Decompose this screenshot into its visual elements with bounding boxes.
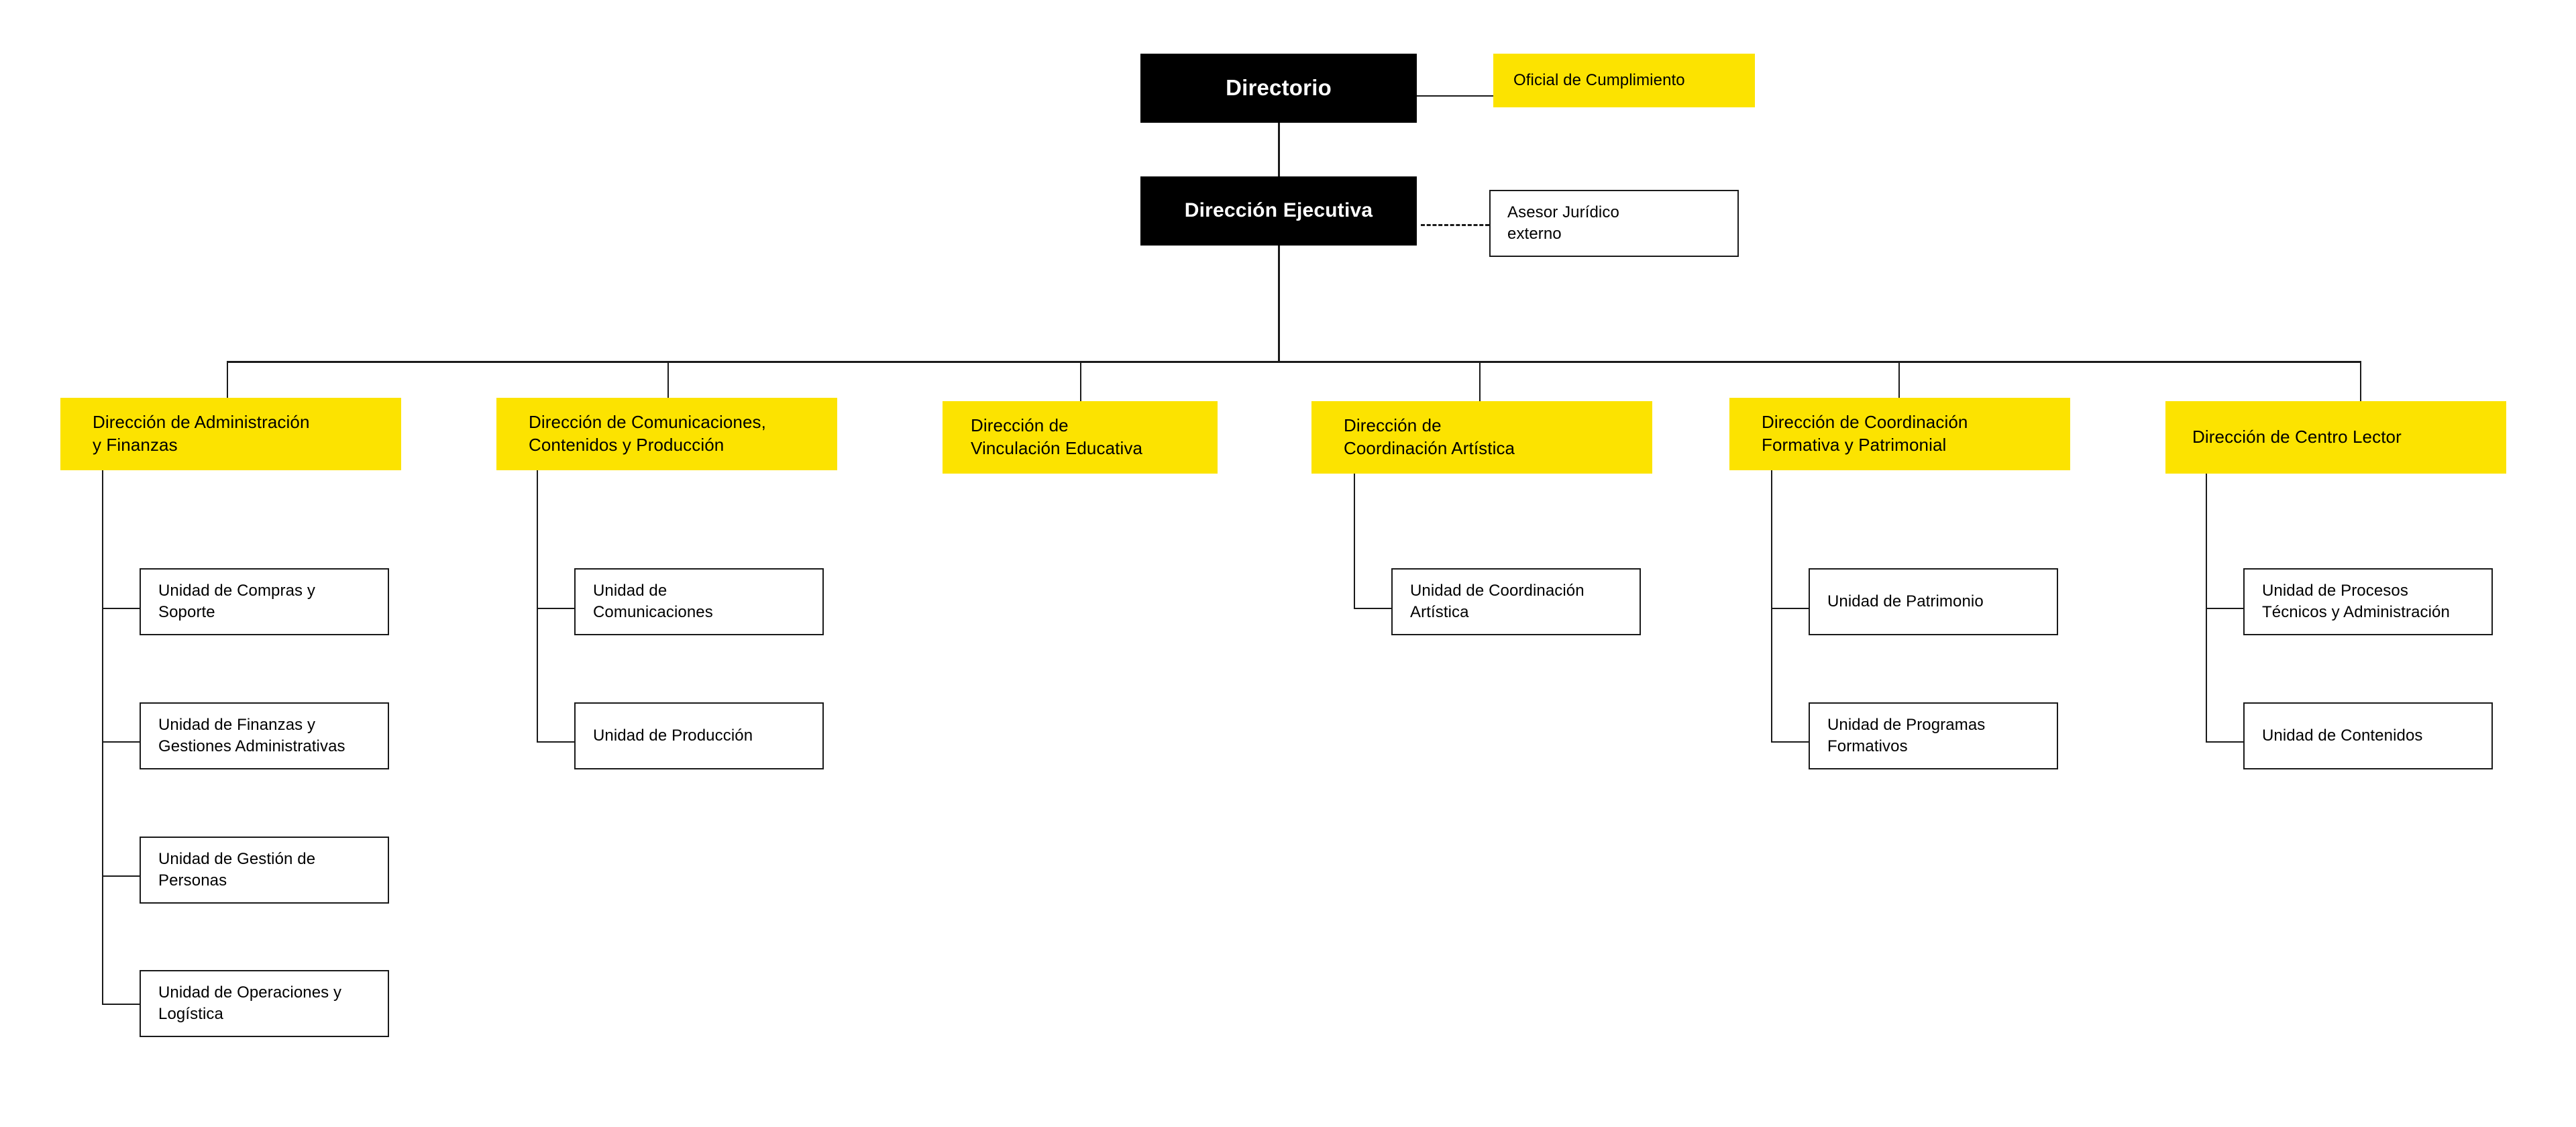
node-unit-1-1[interactable]: Unidad de Producción: [574, 702, 824, 769]
node-oficial-cumplimiento[interactable]: Oficial de Cumplimiento: [1493, 54, 1755, 107]
connector-ejecutiva-to-asesor-dashed: [1421, 224, 1489, 226]
node-direccion-3-label: Dirección de Coordinación Artística: [1344, 415, 1515, 458]
connector-ejecutiva-trunk: [1278, 246, 1280, 362]
connector-col-3-stub-0: [1354, 608, 1393, 609]
node-unit-4-0[interactable]: Unidad de Patrimonio: [1809, 568, 2058, 635]
node-oficial-cumplimiento-label: Oficial de Cumplimiento: [1513, 71, 1685, 90]
node-direccion-0[interactable]: Dirección de Administración y Finanzas: [60, 398, 401, 470]
node-direccion-4-label: Dirección de Coordinación Formativa y Pa…: [1762, 412, 1968, 455]
node-unit-1-1-label: Unidad de Producción: [593, 727, 753, 745]
connector-col-0-stub-0: [102, 608, 141, 609]
node-asesor-juridico[interactable]: Asesor Jurídico externo: [1489, 190, 1739, 257]
node-unit-1-0-label: Unidad de Comunicaciones: [593, 582, 713, 621]
node-direccion-ejecutiva-label: Dirección Ejecutiva: [1184, 199, 1373, 222]
node-unit-4-0-label: Unidad de Patrimonio: [1827, 592, 1984, 611]
node-direccion-5[interactable]: Dirección de Centro Lector: [2165, 401, 2506, 474]
connector-col-1-stub-0: [537, 608, 576, 609]
connector-bus-drop-6: [2360, 361, 2361, 401]
connector-col-0-stub-2: [102, 875, 141, 877]
node-unit-4-1[interactable]: Unidad de Programas Formativos: [1809, 702, 2058, 769]
node-unit-3-0-label: Unidad de Coordinación Artística: [1410, 582, 1585, 621]
node-direccion-0-label: Dirección de Administración y Finanzas: [93, 412, 310, 455]
node-unit-5-0-label: Unidad de Procesos Técnicos y Administra…: [2262, 582, 2450, 621]
node-direccion-2[interactable]: Dirección de Vinculación Educativa: [943, 401, 1218, 474]
connector-bus-drop-3: [1080, 361, 1081, 401]
node-direccion-1[interactable]: Dirección de Comunicaciones, Contenidos …: [496, 398, 837, 470]
connector-col-1-trunk: [537, 470, 538, 741]
node-unit-3-0[interactable]: Unidad de Coordinación Artística: [1391, 568, 1641, 635]
connector-bus-drop-2: [667, 361, 669, 398]
connector-col-4-stub-0: [1771, 608, 1810, 609]
node-direccion-ejecutiva[interactable]: Dirección Ejecutiva: [1140, 176, 1417, 246]
connector-bus-drop-5: [1898, 361, 1900, 398]
node-direccion-3[interactable]: Dirección de Coordinación Artística: [1311, 401, 1652, 474]
node-unit-0-1[interactable]: Unidad de Finanzas y Gestiones Administr…: [140, 702, 389, 769]
connector-col-0-stub-3: [102, 1004, 141, 1005]
node-unit-0-0-label: Unidad de Compras y Soporte: [158, 582, 316, 621]
node-unit-5-1[interactable]: Unidad de Contenidos: [2243, 702, 2493, 769]
node-direccion-2-label: Dirección de Vinculación Educativa: [971, 415, 1143, 458]
connector-bus-drop-4: [1479, 361, 1481, 401]
connector-col-4-stub-1: [1771, 741, 1810, 743]
connector-col-3-trunk: [1354, 474, 1355, 608]
node-direccion-1-label: Dirección de Comunicaciones, Contenidos …: [529, 412, 766, 455]
connector-col-0-stub-1: [102, 741, 141, 743]
connector-directorio-to-oficial: [1417, 95, 1493, 97]
connector-col-5-stub-1: [2206, 741, 2245, 743]
node-unit-1-0[interactable]: Unidad de Comunicaciones: [574, 568, 824, 635]
connector-main-bus: [227, 361, 2361, 363]
node-direccion-5-label: Dirección de Centro Lector: [2192, 427, 2402, 447]
node-unit-0-2-label: Unidad de Gestión de Personas: [158, 850, 316, 890]
node-directorio-label: Directorio: [1226, 75, 1332, 101]
node-direccion-4[interactable]: Dirección de Coordinación Formativa y Pa…: [1729, 398, 2070, 470]
node-unit-0-0[interactable]: Unidad de Compras y Soporte: [140, 568, 389, 635]
connector-col-5-stub-0: [2206, 608, 2245, 609]
connector-col-0-trunk: [102, 470, 103, 1004]
connector-bus-drop-1: [227, 361, 228, 398]
node-unit-0-3-label: Unidad de Operaciones y Logística: [158, 983, 342, 1023]
connector-directorio-to-ejecutiva: [1278, 123, 1280, 176]
node-unit-4-1-label: Unidad de Programas Formativos: [1827, 716, 1986, 755]
node-unit-0-3[interactable]: Unidad de Operaciones y Logística: [140, 970, 389, 1037]
node-unit-0-1-label: Unidad de Finanzas y Gestiones Administr…: [158, 716, 345, 755]
node-unit-5-1-label: Unidad de Contenidos: [2262, 727, 2423, 745]
connector-col-4-trunk: [1771, 470, 1772, 741]
node-asesor-juridico-label: Asesor Jurídico externo: [1507, 203, 1619, 243]
connector-col-1-stub-1: [537, 741, 576, 743]
node-directorio[interactable]: Directorio: [1140, 54, 1417, 123]
node-unit-5-0[interactable]: Unidad de Procesos Técnicos y Administra…: [2243, 568, 2493, 635]
connector-col-5-trunk: [2206, 474, 2207, 741]
node-unit-0-2[interactable]: Unidad de Gestión de Personas: [140, 837, 389, 904]
